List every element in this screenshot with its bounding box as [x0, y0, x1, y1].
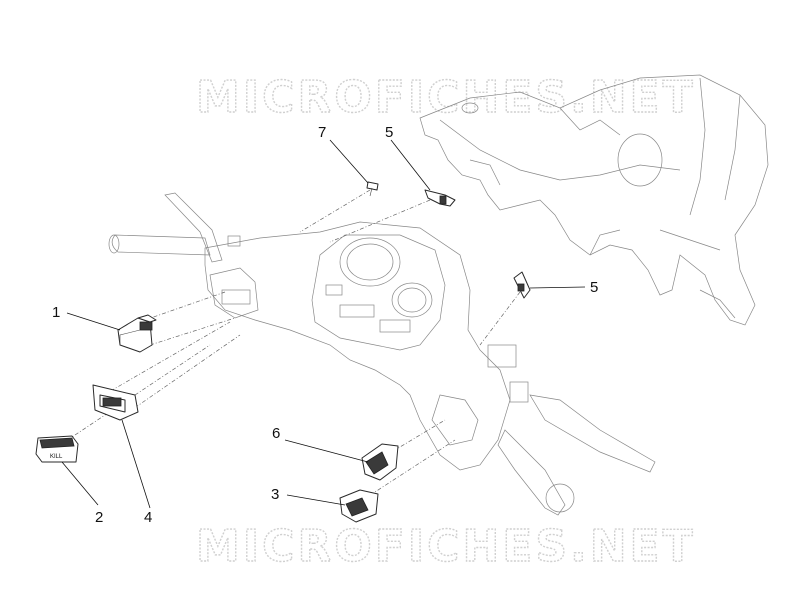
part-1-switch [117, 314, 157, 353]
part-6-switch [361, 443, 399, 481]
callout-2: 2 [95, 509, 103, 526]
kill-switch-marking: KILL [50, 454, 63, 460]
handlebar-rear-cover [419, 74, 769, 326]
part-3-switch [339, 489, 379, 523]
part-5-bulb-upper [424, 189, 456, 207]
callout-leaders [61, 139, 586, 509]
watermark-top: MICROFICHES.NET [196, 72, 696, 123]
callout-6: 6 [272, 425, 280, 442]
callout-5-lower: 5 [590, 279, 598, 296]
callout-7: 7 [318, 124, 326, 141]
callout-1: 1 [52, 304, 60, 321]
callout-3: 3 [271, 486, 279, 503]
part-5-bulb-lower [513, 271, 531, 299]
watermark-bottom: MICROFICHES.NET [196, 521, 696, 572]
handlebar-front-assembly [108, 192, 656, 516]
callout-5-upper: 5 [385, 124, 393, 141]
part-4-switch-bracket [92, 384, 139, 421]
part-7-screw [366, 181, 379, 197]
callout-4: 4 [144, 509, 152, 526]
part-2-kill-switch: KILL [35, 435, 79, 463]
